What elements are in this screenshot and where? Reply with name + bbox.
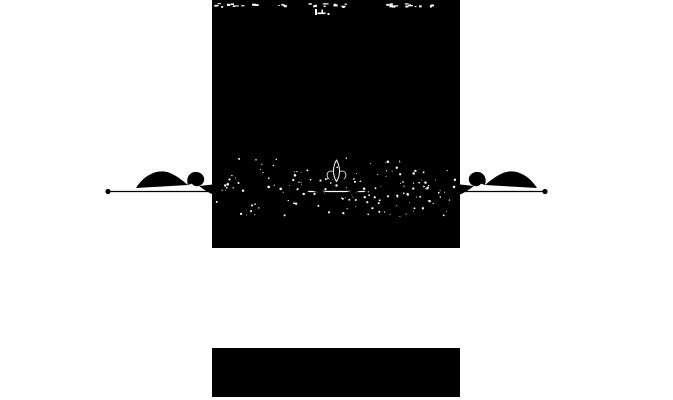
- top-black-panel: [212, 0, 460, 248]
- bottom-black-panel: [212, 348, 460, 397]
